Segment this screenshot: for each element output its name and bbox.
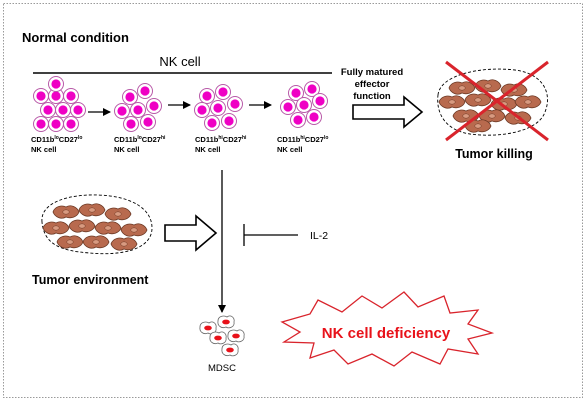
mdsc-cluster [199, 315, 245, 357]
tumor-killing-cluster [437, 68, 548, 136]
svg-text:CD11bloCD27lo: CD11bloCD27lo [31, 135, 82, 144]
effector-block-arrow [352, 95, 424, 129]
effector-function-label: Fully matured effector function [341, 67, 403, 102]
stage-label-3: CD11bhiCD27hi NK cell [195, 135, 247, 154]
diagram-title: Normal condition [22, 30, 129, 45]
svg-text:NK cell: NK cell [195, 145, 220, 154]
nk-cluster-stage-1 [33, 76, 86, 132]
il2-inhibition [243, 224, 298, 246]
svg-text:NK cell: NK cell [114, 145, 139, 154]
nk-cluster-stage-4 [280, 81, 328, 128]
cross-icon [445, 60, 549, 142]
svg-text:CD11bhiCD27lo: CD11bhiCD27lo [277, 135, 328, 144]
tumor-killing-label: Tumor killing [455, 147, 533, 161]
mdsc-label: MDSC [208, 363, 236, 374]
tumor-environment-block-arrow [164, 214, 218, 252]
deficiency-starburst [280, 291, 495, 367]
nk-cluster-stage-3 [194, 84, 243, 131]
svg-text:NK cell: NK cell [31, 145, 56, 154]
outer-frame [3, 3, 583, 398]
stage-label-1: CD11bloCD27lo NK cell [31, 135, 82, 154]
svg-text:effector: effector [355, 79, 390, 90]
svg-text:function: function [353, 91, 391, 102]
tumor-environment-label: Tumor environment [32, 273, 149, 287]
il2-label: IL-2 [310, 230, 328, 242]
stage-label-4: CD11bhiCD27lo NK cell [277, 135, 328, 154]
stage-label-2: CD11bloCD27hi NK cell [114, 135, 166, 154]
nk-cluster-stage-2 [114, 83, 162, 132]
deficiency-label: NK cell deficiency [322, 325, 451, 342]
nk-cell-header: NK cell [159, 54, 200, 69]
svg-text:Fully matured: Fully matured [341, 67, 403, 78]
svg-text:CD11bloCD27hi: CD11bloCD27hi [114, 135, 166, 144]
tumor-environment-cluster [41, 194, 153, 255]
svg-text:NK cell: NK cell [277, 145, 302, 154]
svg-text:CD11bhiCD27hi: CD11bhiCD27hi [195, 135, 247, 144]
